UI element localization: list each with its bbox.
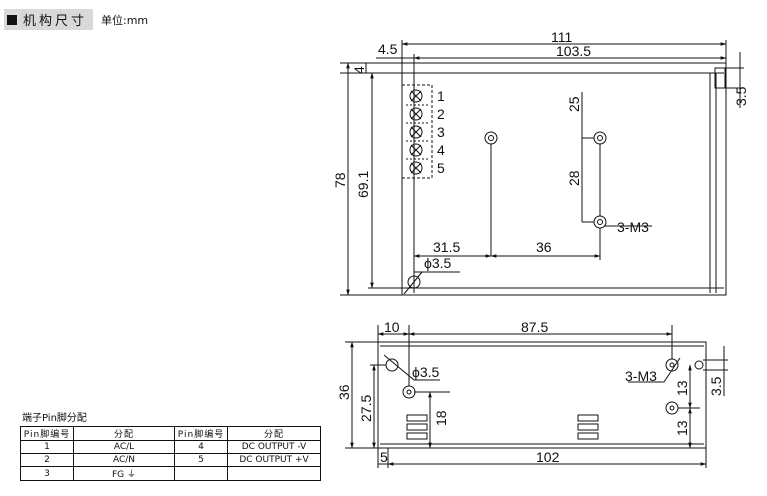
dim-102: 102 (536, 449, 560, 465)
dim-27-5: 27.5 (358, 395, 374, 422)
dim-10: 10 (384, 319, 400, 335)
dim-69-1: 69.1 (355, 171, 371, 198)
col-pin-no-1: Pin脚编号 (20, 426, 74, 441)
dim-28: 28 (566, 170, 582, 186)
dim-87-5: 87.5 (521, 319, 548, 335)
top-view (340, 40, 744, 296)
side-view-labels: 10 87.5 ϕ3.5 3-M3 36 27.5 18 13 13 3.5 5… (336, 319, 724, 465)
dim-25: 25 (566, 96, 582, 112)
pin-assignment: 端子Pin脚分配 Pin脚编号 分配 Pin脚编号 分配 1 AC/L 4 DC… (20, 409, 321, 481)
dim-31-5: 31.5 (433, 239, 460, 255)
dim-78: 78 (332, 172, 348, 188)
top-right-notch (714, 67, 726, 89)
header-title-box: 机构尺寸 (4, 9, 94, 30)
header-title: 机构尺寸 (23, 14, 88, 29)
terminal-number-4: 4 (437, 142, 445, 158)
dim-4: 4 (351, 66, 367, 74)
dim-3-5-top: 3.5 (733, 86, 749, 106)
dim-36-side: 36 (336, 384, 352, 400)
terminal-number-5: 5 (437, 160, 445, 176)
terminal-screws (406, 89, 428, 175)
dim-phi-3-5-side: ϕ3.5 (412, 364, 440, 380)
header-unit: 单位:mm (101, 13, 149, 27)
pin-table-header: Pin脚编号 分配 Pin脚编号 分配 (20, 426, 321, 441)
terminal-number-2: 2 (437, 106, 445, 122)
col-assign-1: 分配 (73, 426, 175, 441)
top-corner-hole (407, 275, 421, 289)
terminal-number-1: 1 (437, 88, 445, 104)
dim-18: 18 (433, 410, 449, 426)
table-row: 1 AC/L 4 DC OUTPUT -V (20, 440, 321, 454)
top-mount-holes (484, 92, 607, 256)
side-view (345, 325, 728, 468)
table-row: 3 FG ⏚ (20, 466, 321, 481)
top-corner-leader (403, 271, 423, 295)
dim-103-5: 103.5 (556, 43, 591, 59)
dim-111: 111 (551, 29, 572, 45)
col-pin-no-2: Pin脚编号 (174, 426, 228, 441)
pin-table-title: 端子Pin脚分配 (22, 413, 87, 424)
section-header: 机构尺寸 单位:mm (4, 9, 148, 30)
terminal-block (401, 84, 433, 179)
dim-3-m3-side: 3-M3 (625, 368, 657, 384)
col-assign-2: 分配 (227, 426, 321, 441)
dim-3-5-side: 3.5 (708, 376, 724, 396)
dim-13-upper: 13 (674, 380, 690, 396)
top-outline (401, 62, 727, 296)
table-row: 2 AC/N 5 DC OUTPUT +V (20, 453, 321, 467)
pin-table: Pin脚编号 分配 Pin脚编号 分配 1 AC/L 4 DC OUTPUT -… (20, 426, 321, 481)
dim-36: 36 (536, 239, 552, 255)
terminal-number-3: 3 (437, 124, 445, 140)
dim-3-m3-top: 3-M3 (617, 219, 649, 235)
dim-13-lower: 13 (674, 420, 690, 436)
side-outline (377, 341, 707, 449)
dim-5: 5 (380, 449, 388, 465)
black-square-icon (7, 14, 17, 25)
dim-phi-3-5-top: ϕ3.5 (424, 255, 452, 271)
dim-4-5: 4.5 (378, 41, 398, 57)
top-view-labels: 111 103.5 4.5 4 3.5 78 69.1 25 28 31.5 3… (332, 29, 749, 271)
